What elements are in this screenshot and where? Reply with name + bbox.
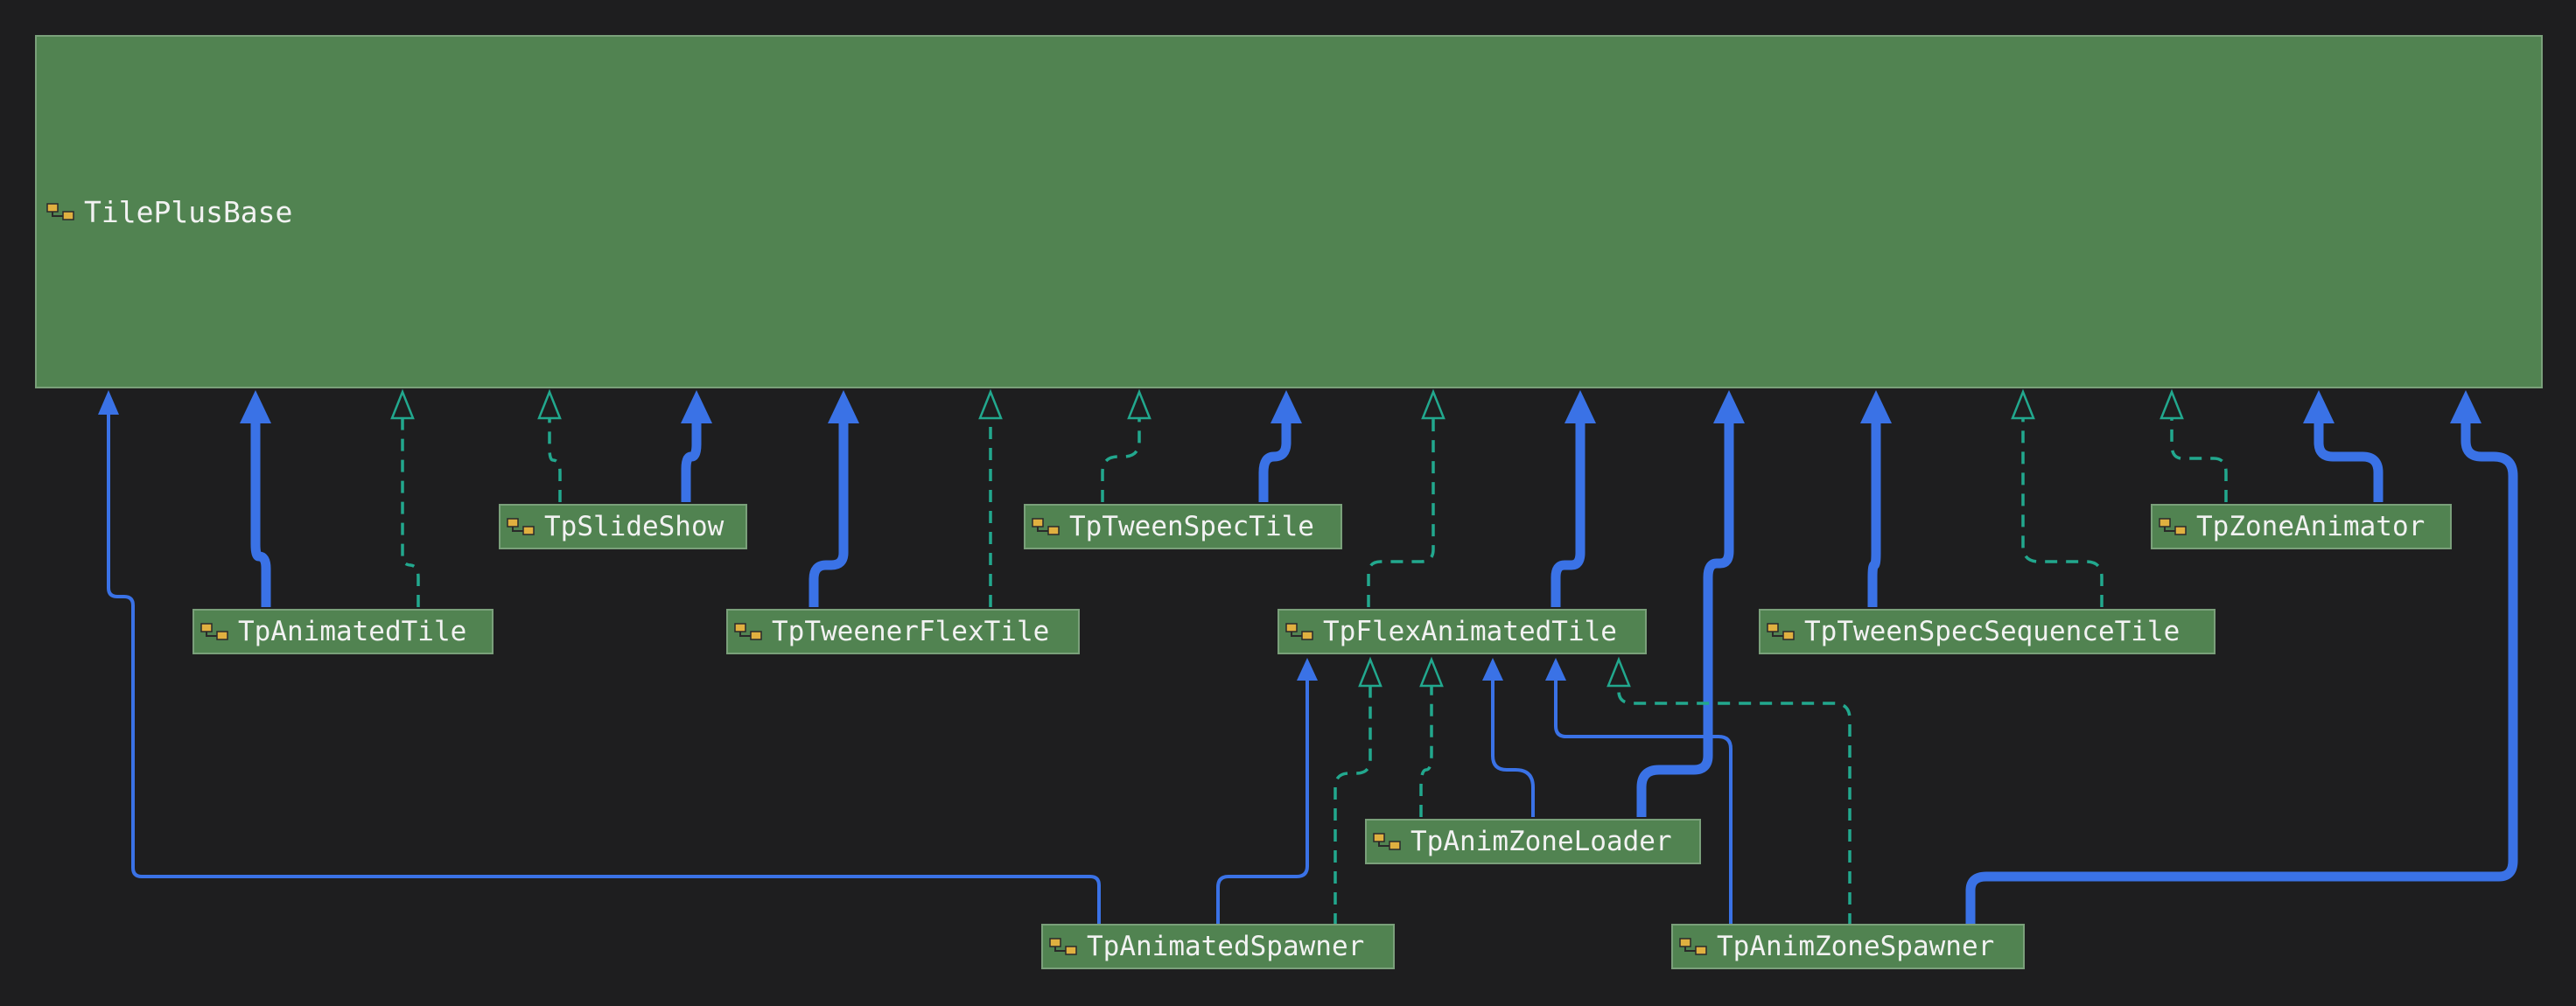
arrowhead-zoneanimator (2303, 390, 2334, 423)
arrowhead-tweenspecsequencetile-interface (2011, 388, 2035, 420)
node-tpflexanimatedtile[interactable]: TpFlexAnimatedTile (1278, 609, 1647, 654)
arrowhead-animzonespawner-flex (1545, 658, 1566, 681)
node-tpzoneanimator[interactable]: TpZoneAnimator (2151, 504, 2452, 549)
arrowhead-animatedspawner-interface-flex (1358, 656, 1382, 688)
edge-flexanimatedtile-interface (1367, 418, 1435, 607)
class-icon (46, 203, 74, 220)
node-tpslideshow[interactable]: TpSlideShow (499, 504, 747, 549)
edge-animzonespawner-to-base (1965, 418, 2518, 926)
node-label: TpFlexAnimatedTile (1323, 616, 1617, 647)
class-icon (1285, 623, 1313, 640)
arrowhead-tweenspecsequencetile (1860, 390, 1892, 423)
node-label: TpTweenSpecSequenceTile (1804, 616, 2180, 647)
edge-animzoneloader-interface-flex (1419, 686, 1433, 817)
edge-animzonespawner-interface-flex (1617, 686, 1852, 926)
class-icon (1049, 938, 1077, 955)
node-label: TpTweenSpecTile (1069, 511, 1314, 542)
class-icon (2159, 518, 2187, 535)
class-icon (507, 518, 535, 535)
edge-animatedspawner-to-base (107, 411, 1101, 926)
edge-tweenspecsequencetile-interface (2021, 418, 2104, 607)
edge-slideshow-to-base (681, 418, 702, 502)
node-label: TpZoneAnimator (2196, 511, 2426, 542)
arrowhead-slideshow (681, 390, 712, 423)
edge-zoneanimator-to-base (2314, 418, 2384, 502)
class-icon (1373, 833, 1401, 850)
arrowhead-animatedspawner (98, 390, 119, 415)
arrowhead-animzonespawner (2450, 390, 2482, 423)
edge-animatedtile-to-base (250, 418, 271, 607)
edge-animatedtile-interface (401, 418, 420, 607)
class-icon (1767, 623, 1795, 640)
node-tileplusbase[interactable]: TilePlusBase (35, 35, 2543, 388)
arrowhead-slideshow-interface (537, 388, 562, 420)
arrowhead-tweenerflextile-interface (978, 388, 1003, 420)
edge-animatedspawner-to-flexanimatedtile (1216, 679, 1309, 926)
edge-animzoneloader-to-base (1636, 418, 1734, 817)
node-tpanimatedtile[interactable]: TpAnimatedTile (192, 609, 494, 654)
arrowhead-animzoneloader-interface-flex (1419, 656, 1444, 688)
node-label: TpAnimatedTile (238, 616, 467, 647)
node-label: TpAnimZoneSpawner (1717, 931, 1995, 962)
class-icon (1679, 938, 1707, 955)
arrowhead-tweenspectile (1270, 390, 1302, 423)
node-tpanimzonespawner[interactable]: TpAnimZoneSpawner (1671, 924, 2025, 969)
arrowhead-animatedspawner-flex (1297, 658, 1318, 681)
class-icon (734, 623, 762, 640)
node-tptweenspecsequencetile[interactable]: TpTweenSpecSequenceTile (1759, 609, 2216, 654)
edge-tweenspecsequencetile-to-base (1867, 418, 1881, 607)
arrowhead-tweenspectile-interface (1127, 388, 1152, 420)
node-label: TilePlusBase (84, 194, 293, 229)
edge-flexanimatedtile-to-base (1550, 418, 1586, 607)
edge-animatedspawner-interface-flex (1334, 686, 1372, 926)
node-tpanimzoneloader[interactable]: TpAnimZoneLoader (1365, 819, 1701, 864)
node-label: TpTweenerFlexTile (772, 616, 1050, 647)
edge-animzoneloader-to-flexanimatedtile (1491, 679, 1535, 817)
class-icon (1032, 518, 1060, 535)
node-tptweenspectile[interactable]: TpTweenSpecTile (1024, 504, 1342, 549)
node-label: TpAnimZoneLoader (1410, 826, 1672, 857)
edge-animzonespawner-to-flexanimatedtile (1554, 679, 1732, 926)
arrowhead-animzoneloader-flex (1482, 658, 1503, 681)
arrowhead-flexanimatedtile (1564, 390, 1596, 423)
node-tpanimatedspawner[interactable]: TpAnimatedSpawner (1041, 924, 1395, 969)
edge-tweenerflextile-to-base (808, 418, 849, 607)
node-tptweenerflextile[interactable]: TpTweenerFlexTile (726, 609, 1080, 654)
arrowhead-animzonespawner-interface-flex (1606, 656, 1631, 688)
edge-tweenspectile-interface (1101, 418, 1141, 502)
arrowhead-animzoneloader (1713, 390, 1745, 423)
class-icon (200, 623, 228, 640)
arrowhead-tweenerflextile (828, 390, 859, 423)
arrowhead-flexanimatedtile-interface (1421, 388, 1446, 420)
edge-slideshow-interface (548, 418, 562, 502)
edge-zoneanimator-interface (2170, 418, 2228, 502)
node-label: TpAnimatedSpawner (1087, 931, 1365, 962)
arrowhead-zoneanimator-interface (2160, 388, 2184, 420)
edge-tweenspectile-to-base (1258, 418, 1292, 502)
arrowhead-animatedtile (240, 390, 271, 423)
arrowhead-animatedtile-interface (390, 388, 415, 420)
node-label: TpSlideShow (544, 511, 724, 542)
